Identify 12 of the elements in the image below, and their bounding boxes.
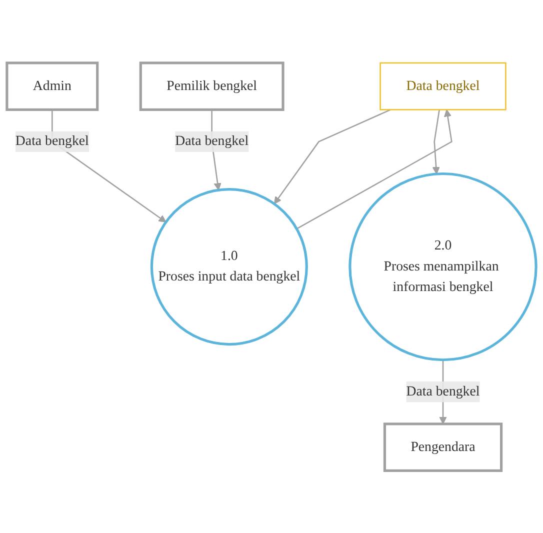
- node-circle: 1.0 Proses input data bengkel: [150, 188, 308, 346]
- arrow: [274, 108, 391, 204]
- node-box: Pengendara: [383, 422, 503, 472]
- arrow: [432, 109, 440, 174]
- edge-label: Data bengkel: [15, 134, 89, 148]
- node-box: Admin: [6, 61, 99, 111]
- edge-label: Data bengkel: [406, 384, 480, 399]
- arrow: [296, 109, 452, 230]
- edge-label: Data bengkel: [175, 134, 249, 148]
- node-box: Pemilik bengkel: [139, 61, 284, 111]
- node-box: Data bengkel: [380, 62, 506, 110]
- node-circle: 2.0 Proses menampilkan informasi bengkel: [348, 172, 538, 361]
